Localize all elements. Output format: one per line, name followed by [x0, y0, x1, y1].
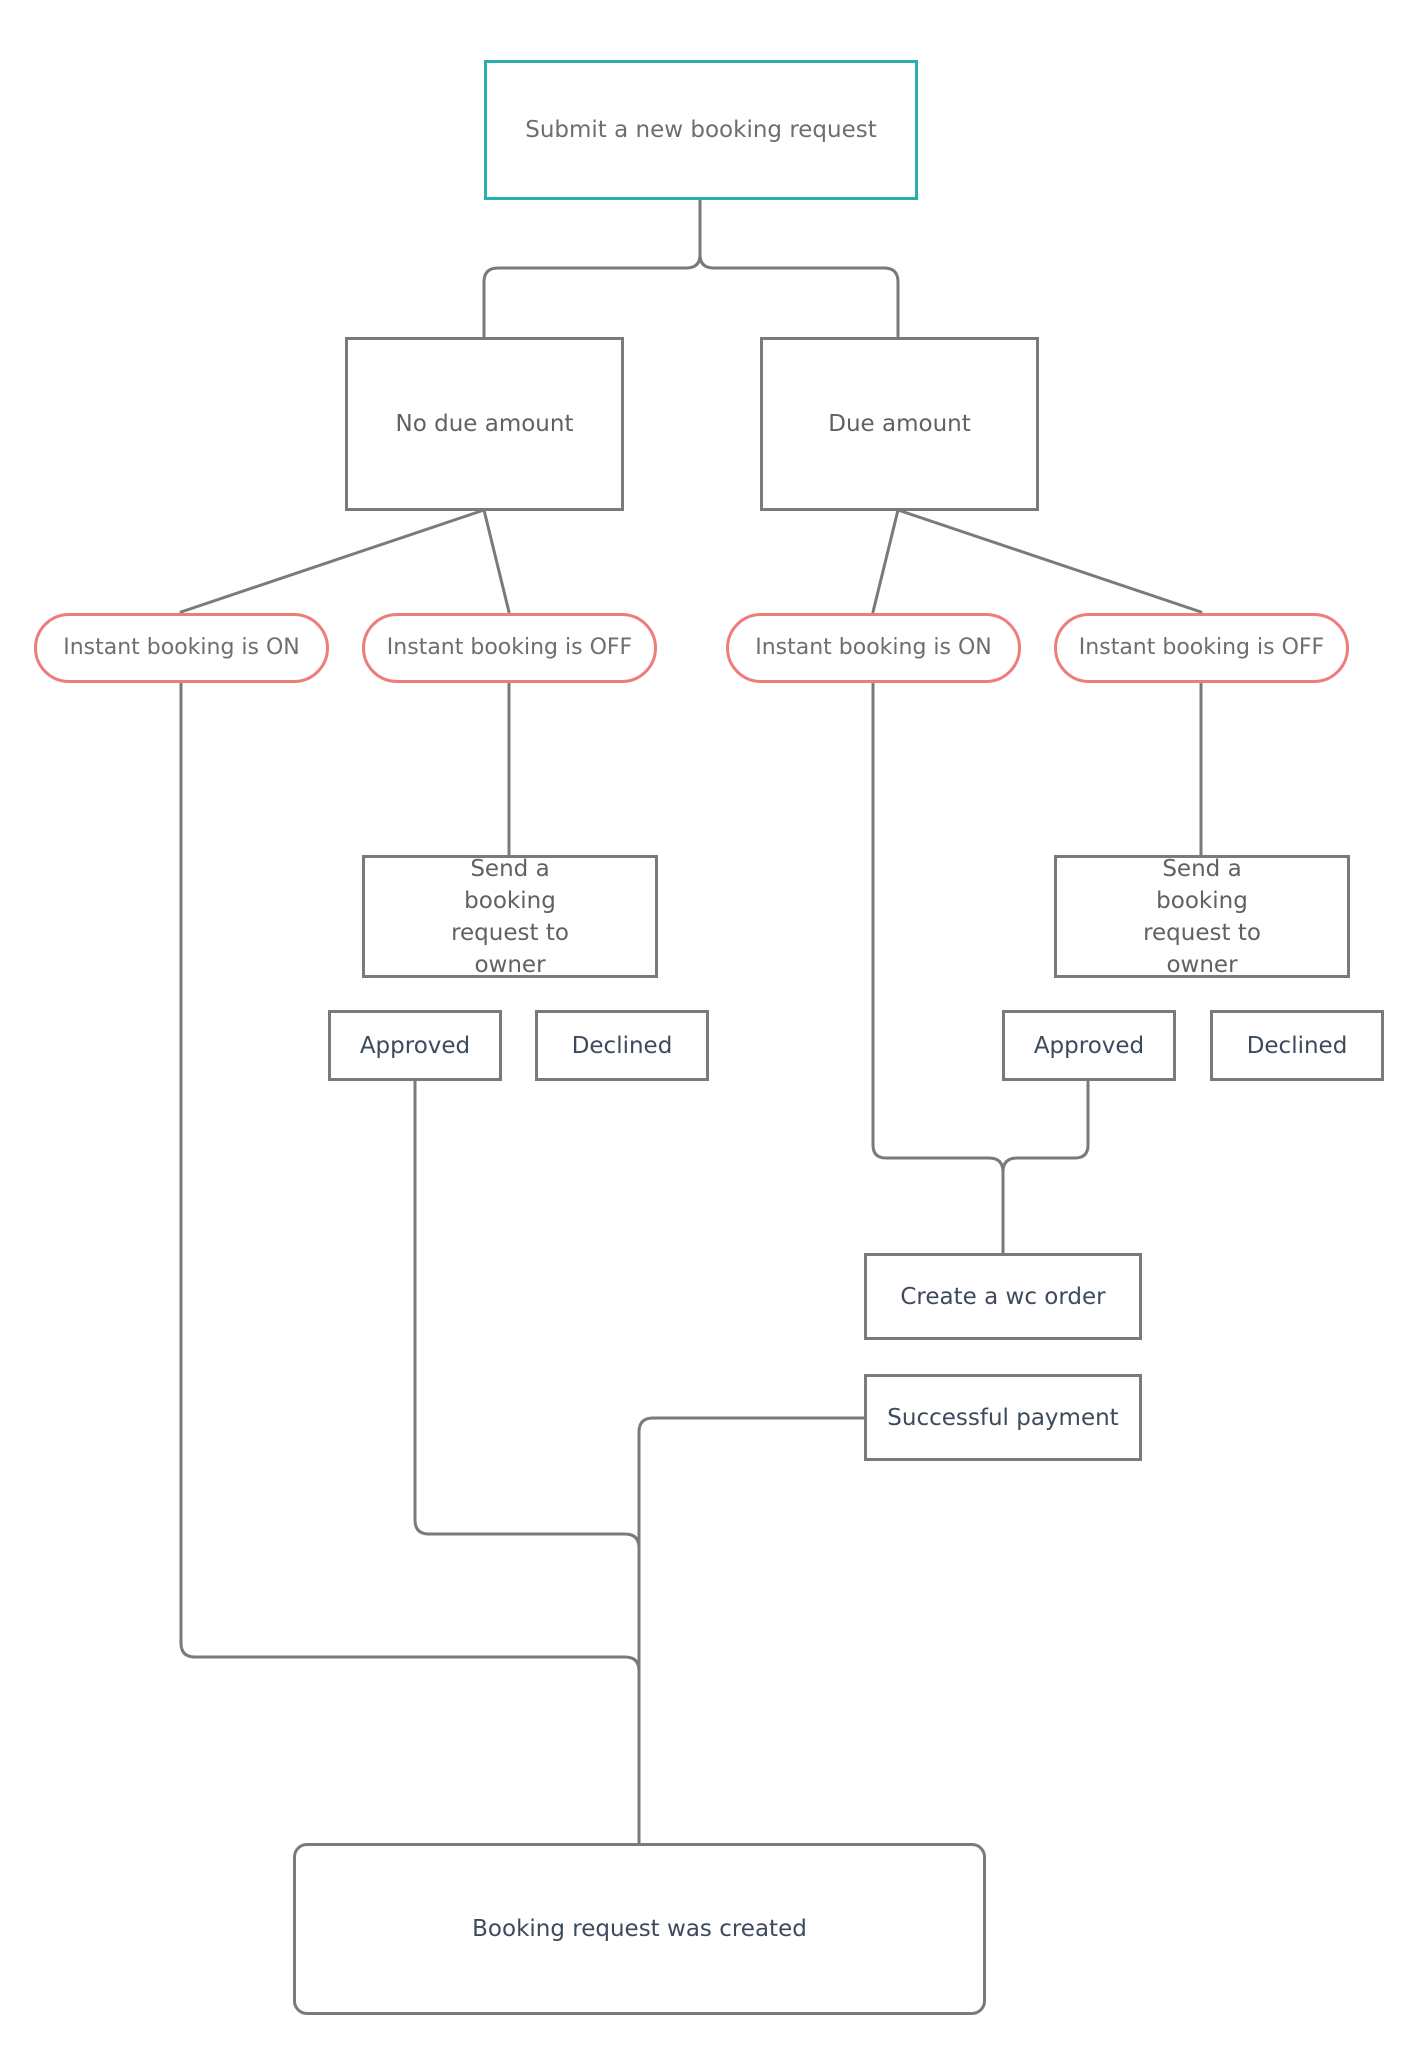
- declined-right-node: Declined: [1210, 1010, 1384, 1081]
- successful-payment-node: Successful payment: [864, 1374, 1142, 1461]
- connector-due-to-off: [896, 508, 1203, 614]
- instant-off-left-label: Instant booking is OFF: [386, 635, 633, 660]
- final-node-label: Booking request was created: [472, 1916, 807, 1942]
- connector-on-right-to-order: [871, 681, 1005, 1255]
- connector-approved-left-to-final: [413, 1079, 641, 1550]
- connector-approved-right-to-order: [1001, 1079, 1090, 1174]
- no-due-amount-label: No due amount: [395, 411, 574, 437]
- instant-on-right-node: Instant booking is ON: [726, 613, 1021, 683]
- connector-start-to-no-due: [482, 198, 702, 339]
- send-request-left-label: Send a booking request to owner: [451, 855, 569, 978]
- instant-off-right-node: Instant booking is OFF: [1054, 613, 1349, 683]
- connector-on-left-to-final: [179, 681, 641, 1673]
- declined-right-label: Declined: [1246, 1032, 1348, 1059]
- due-amount-label: Due amount: [828, 411, 971, 437]
- declined-left-label: Declined: [571, 1032, 673, 1059]
- connector-nodue-to-on: [179, 508, 486, 614]
- start-node-label: Submit a new booking request: [525, 117, 877, 143]
- due-amount-node: Due amount: [760, 337, 1039, 511]
- successful-payment-label: Successful payment: [887, 1404, 1119, 1431]
- connector-payment-to-final: [637, 1416, 866, 1845]
- start-node: Submit a new booking request: [484, 60, 918, 200]
- connector-nodue-to-off: [482, 508, 511, 614]
- instant-off-left-node: Instant booking is OFF: [362, 613, 657, 683]
- instant-on-left-label: Instant booking is ON: [63, 635, 300, 660]
- connector-due-to-on: [871, 508, 900, 614]
- final-node: Booking request was created: [293, 1843, 986, 2015]
- approved-left-node: Approved: [328, 1010, 502, 1081]
- create-order-node: Create a wc order: [864, 1253, 1142, 1340]
- instant-off-right-label: Instant booking is OFF: [1078, 635, 1325, 660]
- send-request-right-label: Send a booking request to owner: [1143, 855, 1261, 978]
- send-request-left-node: Send a booking request to owner: [362, 855, 658, 978]
- no-due-amount-node: No due amount: [345, 337, 624, 511]
- approved-right-node: Approved: [1002, 1010, 1176, 1081]
- approved-right-label: Approved: [1033, 1032, 1145, 1059]
- approved-left-label: Approved: [359, 1032, 471, 1059]
- instant-on-right-label: Instant booking is ON: [755, 635, 992, 660]
- connector-start-to-due: [698, 253, 900, 339]
- instant-on-left-node: Instant booking is ON: [34, 613, 329, 683]
- send-request-right-node: Send a booking request to owner: [1054, 855, 1350, 978]
- create-order-label: Create a wc order: [900, 1283, 1106, 1310]
- declined-left-node: Declined: [535, 1010, 709, 1081]
